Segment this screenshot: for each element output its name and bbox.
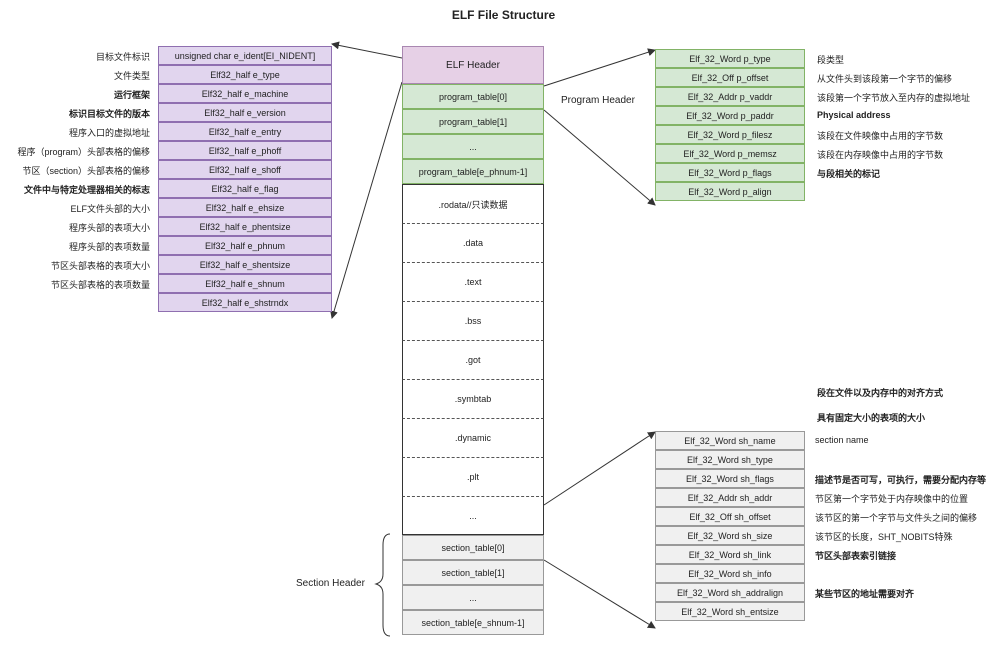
elf-field-4: Elf32_half e_entry xyxy=(158,122,332,141)
program-header-label: Program Header xyxy=(561,95,635,106)
section-header-field-8: Elf_32_Word sh_addralign xyxy=(655,583,805,602)
section-block-0: .rodata//只读数据 xyxy=(402,184,544,223)
section-header-field-3: Elf_32_Addr sh_addr xyxy=(655,488,805,507)
elf-field-10: Elf32_half e_phnum xyxy=(158,236,332,255)
program-header-desc-3: Physical address xyxy=(817,110,891,120)
diagram-title: ELF File Structure xyxy=(451,8,556,22)
elf-field-desc-3: 标识目标文件的版本 xyxy=(68,109,150,119)
elf-field-9: Elf32_half e_phentsize xyxy=(158,217,332,236)
section-header-field-2: Elf_32_Word sh_flags xyxy=(655,469,805,488)
section-header-desc-2: 描述节是否可写，可执行，需要分配内存等 xyxy=(815,475,987,485)
connector-section-top xyxy=(543,431,656,506)
elf-field-13: Elf32_half e_shstrndx xyxy=(158,293,332,312)
program-header-field-7: Elf_32_Word p_align xyxy=(655,182,805,201)
connector-elf-header-top xyxy=(331,41,403,59)
program-table-3: program_table[e_phnum-1] xyxy=(402,159,544,184)
program-header-desc-6: 与段相关的标记 xyxy=(817,169,881,179)
elf-field-desc-11: 节区头部表格的表项大小 xyxy=(50,261,150,271)
section-table-0: section_table[0] xyxy=(402,535,544,560)
program-header-field-1: Elf_32_Off p_offset xyxy=(655,68,805,87)
program-header-desc-5: 该段在内存映像中占用的字节数 xyxy=(817,150,944,160)
elf-field-desc-12: 节区头部表格的表项数量 xyxy=(50,280,150,290)
section-header-label: Section Header xyxy=(296,578,365,589)
elf-header-block: ELF Header xyxy=(402,46,544,84)
section-block-3: .bss xyxy=(402,301,544,340)
section-header-field-5: Elf_32_Word sh_size xyxy=(655,526,805,545)
program-header-field-2: Elf_32_Addr p_vaddr xyxy=(655,87,805,106)
program-header-field-3: Elf_32_Word p_paddr xyxy=(655,106,805,125)
section-header-desc-4: 该节区的第一个字节与文件头之间的偏移 xyxy=(815,513,978,523)
elf-field-desc-7: 文件中与特定处理器相关的标志 xyxy=(23,185,150,195)
elf-field-6: Elf32_half e_shoff xyxy=(158,160,332,179)
elf-field-7: Elf32_half e_flag xyxy=(158,179,332,198)
section-block-8: ... xyxy=(402,496,544,535)
section-header-desc-3: 节区第一个字节处于内存映像中的位置 xyxy=(815,494,969,504)
section-block-4: .got xyxy=(402,340,544,379)
section-header-field-1: Elf_32_Word sh_type xyxy=(655,450,805,469)
elf-field-desc-5: 程序（program）头部表格的偏移 xyxy=(17,147,150,157)
program-table-0: program_table[0] xyxy=(402,84,544,109)
connector-elf-header-bottom xyxy=(330,81,403,319)
elf-field-desc-4: 程序入口的虚拟地址 xyxy=(68,128,150,138)
program-header-desc-0: 段类型 xyxy=(817,55,845,65)
connector-program-top xyxy=(543,48,656,87)
section-table-1: section_table[1] xyxy=(402,560,544,585)
section-header-desc-8: 某些节区的地址需要对齐 xyxy=(815,589,915,599)
elf-field-desc-2: 运行框架 xyxy=(113,90,150,100)
section-header-bracket xyxy=(374,533,391,637)
program-header-field-0: Elf_32_Word p_type xyxy=(655,49,805,68)
program-header-desc-4: 该段在文件映像中占用的字节数 xyxy=(817,131,944,141)
elf-field-desc-8: ELF文件头部的大小 xyxy=(70,204,150,214)
program-header-desc-1: 从文件头到该段第一个字节的偏移 xyxy=(817,74,953,84)
section-block-1: .data xyxy=(402,223,544,262)
program-table-1: program_table[1] xyxy=(402,109,544,134)
program-header-desc-2: 该段第一个字节放入至内存的虚拟地址 xyxy=(817,93,971,103)
section-table-3: section_table[e_shnum-1] xyxy=(402,610,544,635)
section-block-6: .dynamic xyxy=(402,418,544,457)
section-header-desc-0: section name xyxy=(815,435,869,445)
section-block-7: .plt xyxy=(402,457,544,496)
section-header-field-9: Elf_32_Word sh_entsize xyxy=(655,602,805,621)
elf-field-desc-10: 程序头部的表项数量 xyxy=(68,242,150,252)
elf-field-desc-0: 目标文件标识 xyxy=(95,52,150,62)
elf-field-12: Elf32_half e_shnum xyxy=(158,274,332,293)
program-table-2: ... xyxy=(402,134,544,159)
section-note-align: 段在文件以及内存中的对齐方式 xyxy=(817,388,944,398)
elf-field-11: Elf32_half e_shentsize xyxy=(158,255,332,274)
elf-field-2: Elf32_half e_machine xyxy=(158,84,332,103)
section-note-entsize: 具有固定大小的表项的大小 xyxy=(817,413,926,423)
section-header-field-6: Elf_32_Word sh_link xyxy=(655,545,805,564)
section-block-5: .symbtab xyxy=(402,379,544,418)
section-table-2: ... xyxy=(402,585,544,610)
program-header-field-4: Elf_32_Word p_filesz xyxy=(655,125,805,144)
section-header-desc-6: 节区头部表索引链接 xyxy=(815,551,897,561)
elf-field-3: Elf32_half e_version xyxy=(158,103,332,122)
section-header-field-7: Elf_32_Word sh_info xyxy=(655,564,805,583)
connector-section-bottom xyxy=(543,559,656,629)
program-header-field-6: Elf_32_Word p_flags xyxy=(655,163,805,182)
program-header-field-5: Elf_32_Word p_memsz xyxy=(655,144,805,163)
section-block-2: .text xyxy=(402,262,544,301)
elf-field-desc-1: 文件类型 xyxy=(113,71,150,81)
section-header-field-0: Elf_32_Word sh_name xyxy=(655,431,805,450)
elf-field-0: unsigned char e_ident[EI_NIDENT] xyxy=(158,46,332,65)
section-header-field-4: Elf_32_Off sh_offset xyxy=(655,507,805,526)
elf-field-8: Elf32_half e_ehsize xyxy=(158,198,332,217)
elf-field-desc-6: 节区（section）头部表格的偏移 xyxy=(22,166,150,176)
section-header-desc-5: 该节区的长度，SHT_NOBITS特殊 xyxy=(815,532,953,542)
elf-header-label: ELF Header xyxy=(446,59,500,71)
elf-field-5: Elf32_half e_phoff xyxy=(158,141,332,160)
connector-program-bottom xyxy=(543,109,656,206)
elf-field-1: Elf32_half e_type xyxy=(158,65,332,84)
elf-field-desc-9: 程序头部的表项大小 xyxy=(68,223,150,233)
